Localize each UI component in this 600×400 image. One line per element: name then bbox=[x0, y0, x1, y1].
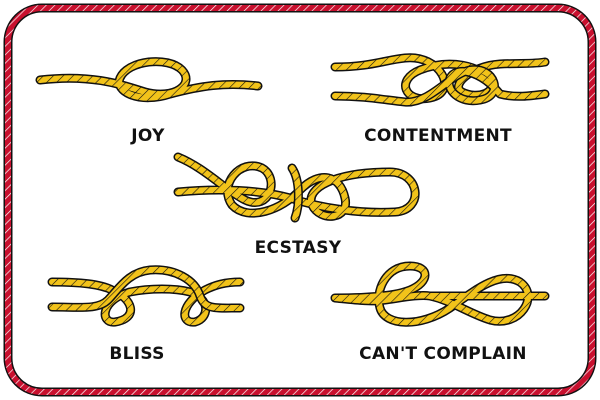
knot-label-cant-complain: CAN'T COMPLAIN bbox=[359, 344, 527, 364]
knot-label-bliss: BLISS bbox=[109, 344, 165, 364]
complex-looped-knot-icon bbox=[173, 152, 420, 223]
carrick-bend-icon bbox=[330, 53, 550, 107]
knot-label-contentment: CONTENTMENT bbox=[364, 126, 512, 146]
knot-label-joy: JOY bbox=[131, 126, 165, 146]
reef-knot-icon bbox=[47, 265, 245, 327]
knot-label-ecstasy: ECSTASY bbox=[254, 238, 342, 258]
figure-eight-knot-icon bbox=[330, 261, 550, 327]
overhand-knot-icon bbox=[35, 57, 263, 103]
rope-frame-twist bbox=[5, 5, 595, 395]
